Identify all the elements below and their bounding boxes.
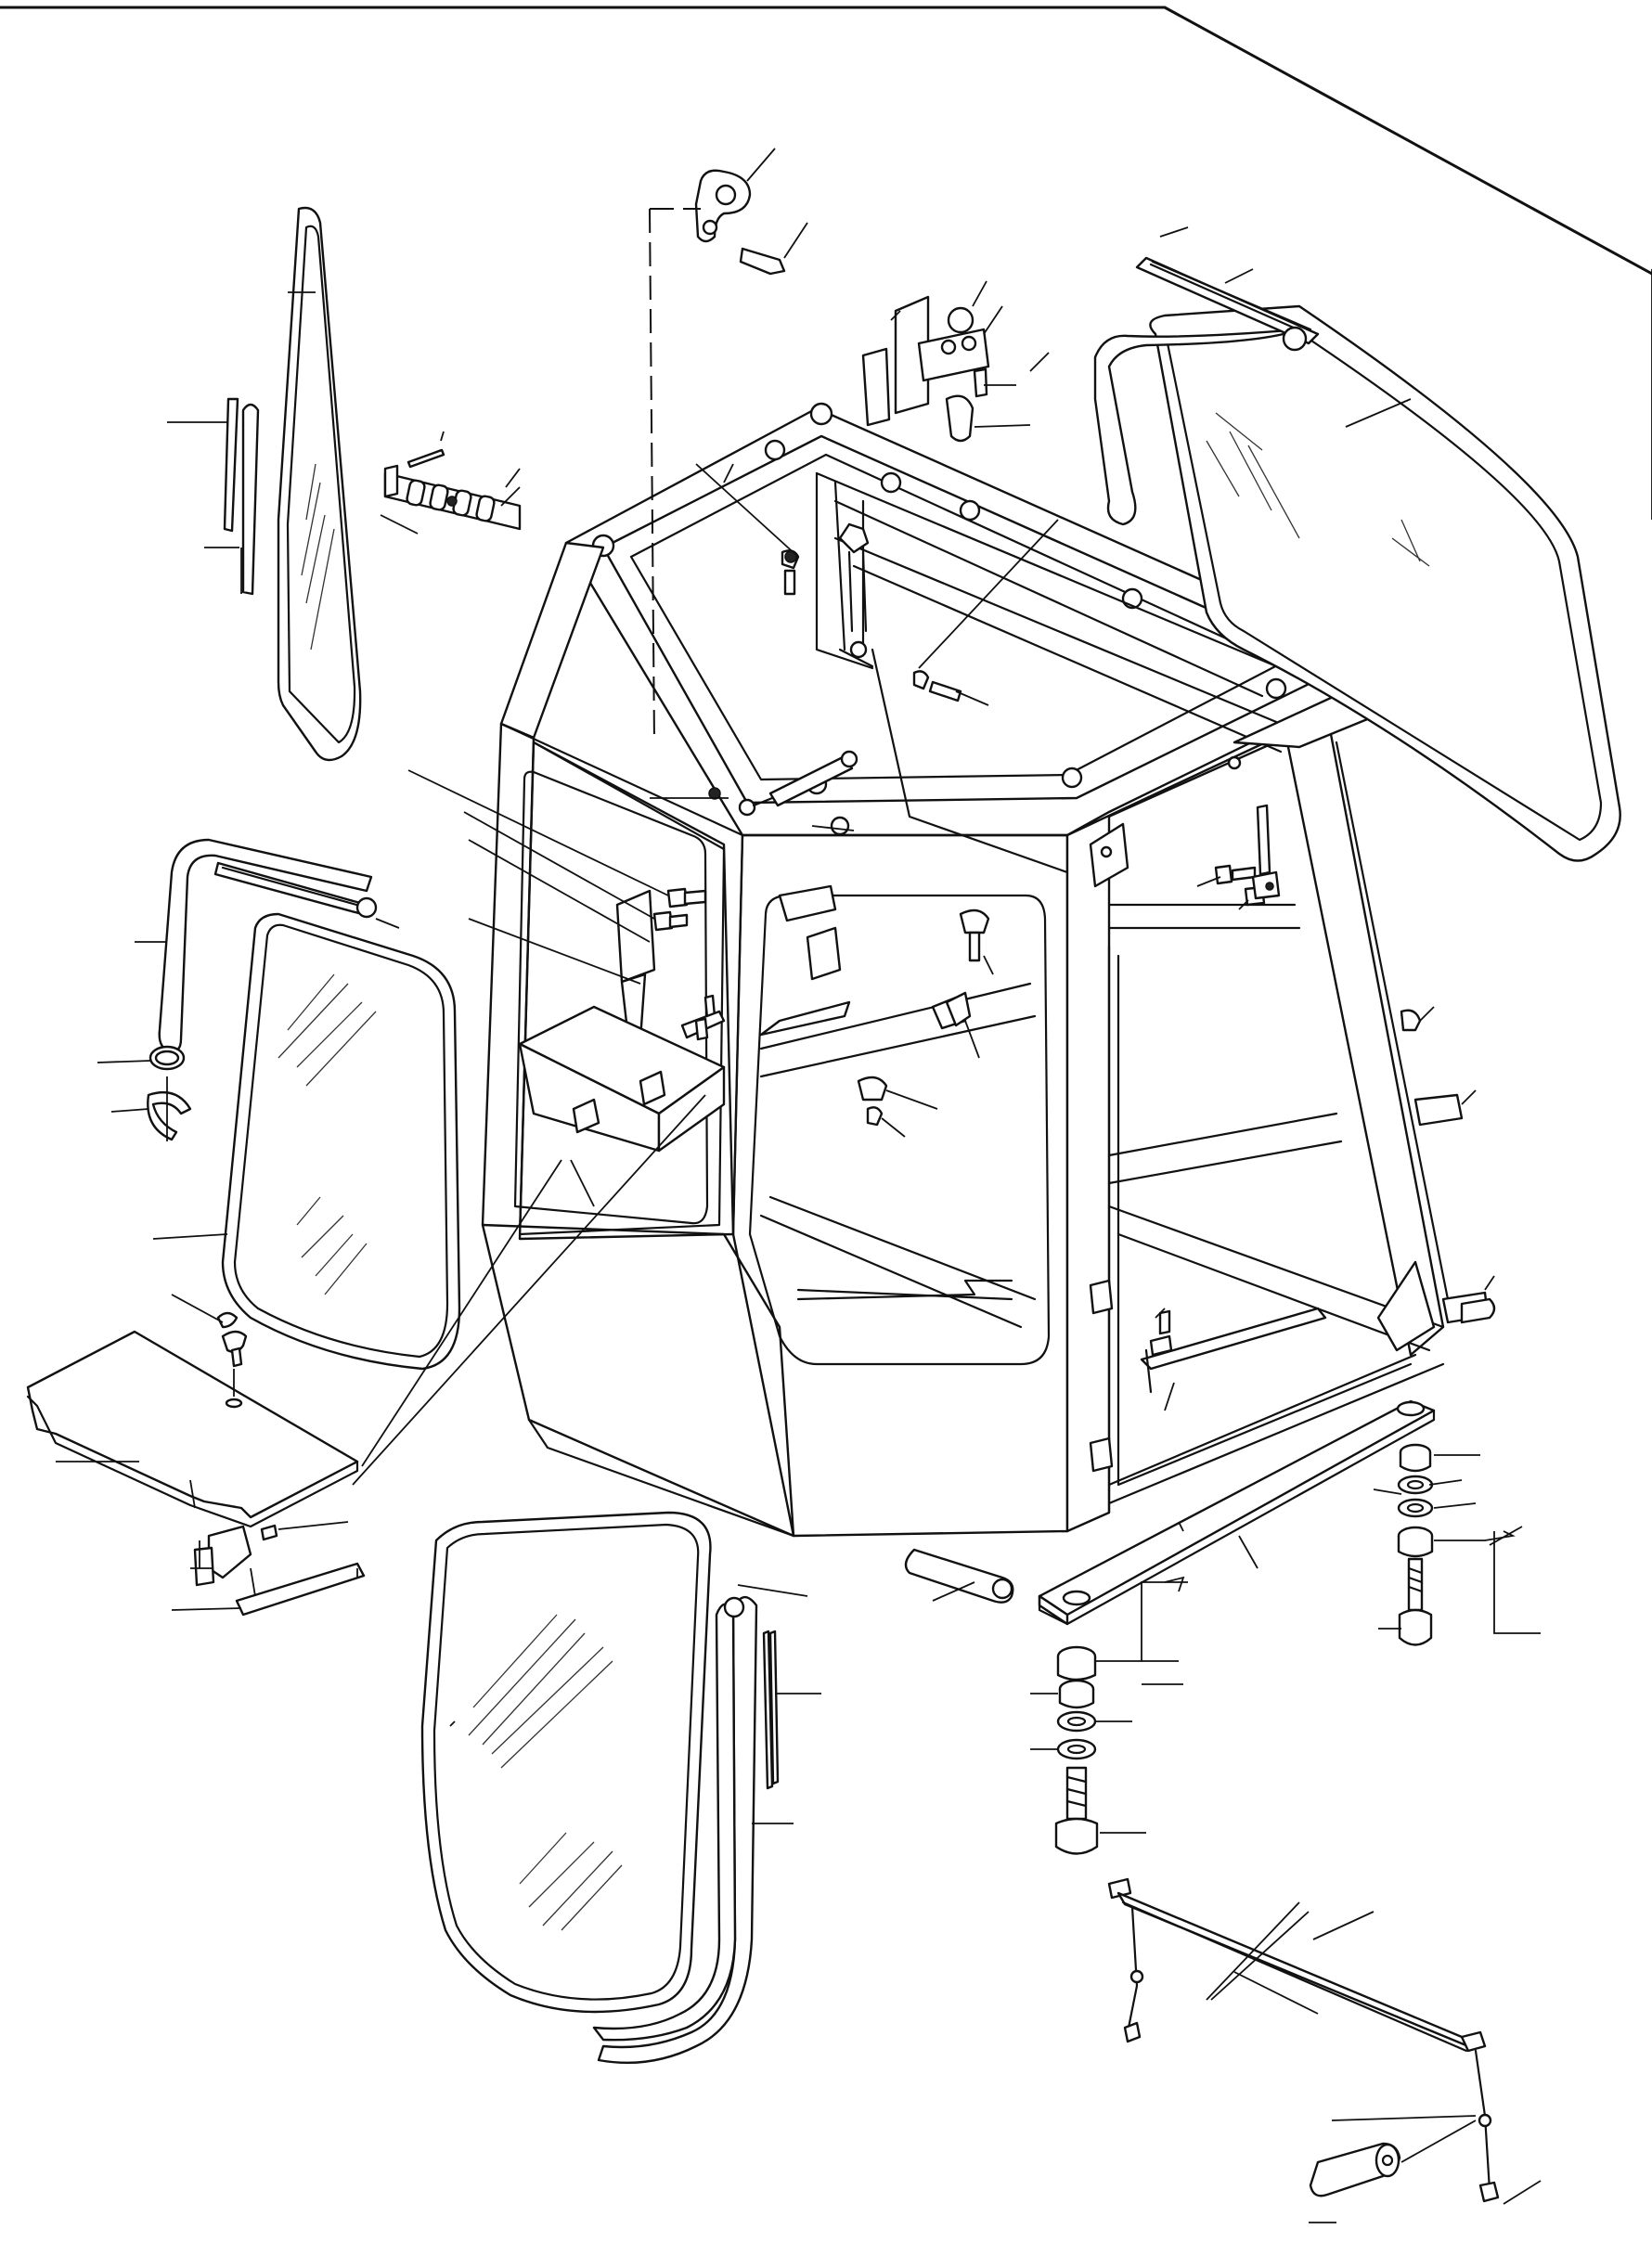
door-bumper	[959, 908, 994, 975]
frame-border	[0, 6, 1652, 520]
roof-small-bolts	[695, 463, 1059, 706]
door-check-rod	[838, 522, 874, 668]
rear-mount-bar	[1038, 1399, 1436, 1626]
vent-grille	[380, 431, 522, 535]
left-rear-glass-seal	[97, 838, 400, 1141]
front-door-seal	[592, 1584, 821, 2065]
left-side-glass-seals	[167, 397, 260, 596]
floor-plate	[26, 1294, 359, 1528]
door-latch	[649, 148, 808, 743]
front-door-glass	[420, 1511, 712, 2014]
gas-strut	[650, 750, 858, 836]
roof-glass	[1149, 304, 1621, 862]
roof-bracket	[861, 280, 1031, 443]
weather-strip	[904, 1297, 1496, 1604]
left-rear-glass	[152, 912, 461, 1371]
leader-lines	[505, 310, 1050, 488]
roof-glass-seal	[1093, 226, 1320, 526]
floor-plate-bracket	[171, 1094, 706, 1617]
left-side-glass	[277, 206, 362, 762]
mount-bolt-stack-left	[1030, 1581, 1188, 1855]
cab-frame	[481, 402, 1490, 1538]
door-handle-tube	[1309, 2115, 1542, 2223]
small-hardware-center	[680, 804, 1495, 1411]
mount-bolt-stack-right	[1373, 1443, 1541, 1646]
bracket-bolts-left	[407, 769, 707, 985]
front-stay-bar	[1107, 1877, 1500, 2203]
